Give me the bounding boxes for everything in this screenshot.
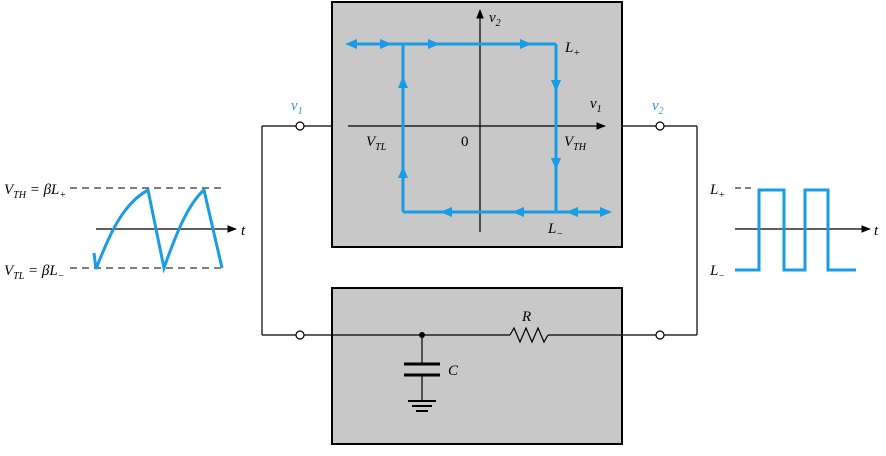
capacitor-c xyxy=(404,362,440,377)
terminal-v2-top xyxy=(655,121,665,131)
output-square-waveform: L+ L− t xyxy=(709,182,879,282)
rc-network-block: R C xyxy=(331,287,623,445)
vth-equation: VTH = βL+ xyxy=(4,182,66,201)
hysteresis-box xyxy=(331,1,623,248)
terminal-v2-label: v2 xyxy=(652,98,664,117)
terminal-v1-top xyxy=(295,121,305,131)
hysteresis-block: v2 v1 0 L+ L− VTL VTH xyxy=(331,1,623,248)
right-t-label: t xyxy=(874,223,879,239)
v1-axis-label: v1 xyxy=(590,96,602,115)
terminal-nodes xyxy=(295,121,665,340)
wiring xyxy=(261,125,698,336)
l-minus-label: L− xyxy=(547,221,563,240)
right-l-minus-label: L− xyxy=(709,263,725,282)
terminal-v1-bottom xyxy=(295,330,305,340)
right-l-plus-label: L+ xyxy=(709,182,725,201)
loop-arrows xyxy=(345,39,612,217)
left-t-label: t xyxy=(241,223,246,239)
rc-box xyxy=(331,287,623,445)
l-plus-label: L+ xyxy=(564,40,580,59)
vth-label: VTH xyxy=(564,134,587,153)
resistor-label: R xyxy=(521,309,531,325)
v2-axis-label: v2 xyxy=(489,10,501,29)
resistor-r xyxy=(509,326,549,344)
terminal-v1-label: v1 xyxy=(291,98,303,117)
square-trace xyxy=(735,188,856,272)
capacitor-label: C xyxy=(448,363,459,379)
terminal-v2-bottom xyxy=(655,330,665,340)
ground-icon xyxy=(408,400,436,412)
vtl-equation: VTL = βL− xyxy=(4,263,64,282)
origin-label: 0 xyxy=(461,134,469,150)
junction-dot xyxy=(419,332,425,338)
exponential-trace xyxy=(92,187,224,274)
capacitor-voltage-waveform: VTH = βL+ VTL = βL− t xyxy=(4,182,246,282)
vtl-label: VTL xyxy=(366,134,387,153)
